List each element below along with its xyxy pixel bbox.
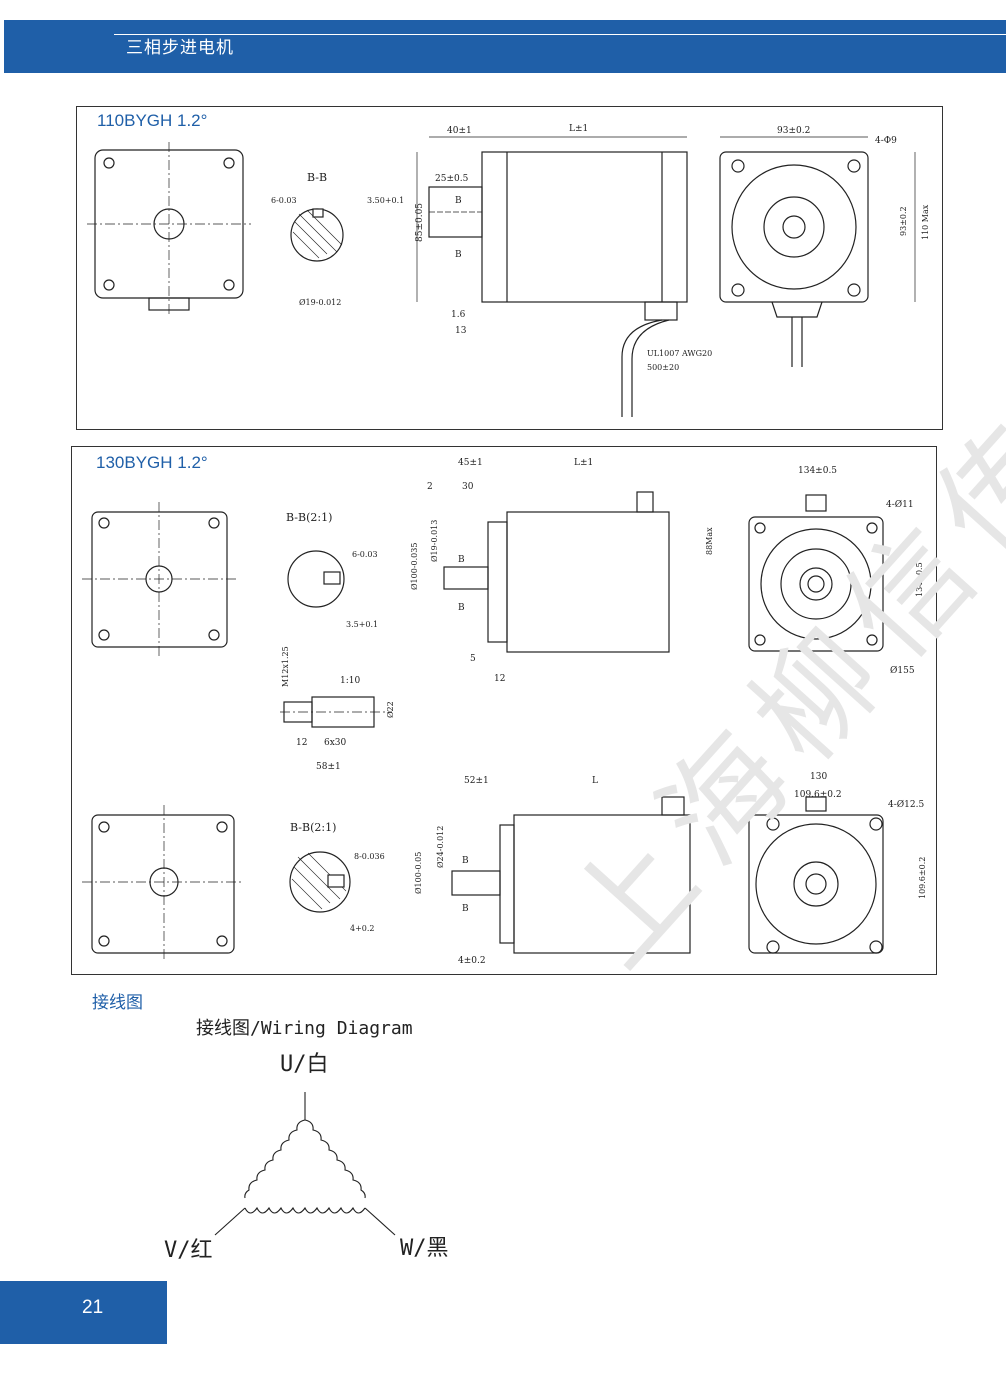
section-bb-lower <box>289 851 351 913</box>
dim-m12: M12x1.25 <box>281 646 290 687</box>
page-number: 21 <box>82 1297 104 1318</box>
wire-label-v: V/红 <box>164 1238 213 1263</box>
dim-4: 4±0.2 <box>458 956 486 966</box>
panel-label: 110BYGH 1.2° <box>97 111 208 130</box>
dim-shaft19: Ø19-0.013 <box>430 520 439 562</box>
dim-taper: 1:10 <box>340 676 360 686</box>
motor-130-drawing: B-B(2:1) 6-0.03 3.5+0.1 45±1 L±1 2 30 Ø1… <box>82 458 927 966</box>
cable-length: 500±20 <box>647 363 679 372</box>
dim-l-lower: L <box>592 776 598 786</box>
lead-w <box>364 1207 396 1236</box>
motor-body-side-upper <box>506 511 670 653</box>
dim-109-6-top: 109.6±0.2 <box>794 790 842 800</box>
dim-12: 12 <box>494 674 505 684</box>
label-b2: B <box>458 603 465 613</box>
section-bb-upper <box>287 550 345 608</box>
flange-outline-upper <box>91 511 228 648</box>
dim-58: 58±1 <box>316 762 341 772</box>
dim-key350: 3.50+0.1 <box>367 196 404 205</box>
coil-uw <box>304 1119 366 1199</box>
panel-110bygh: 110BYGH 1.2° <box>76 106 943 430</box>
dim-88: 88Max <box>705 527 714 555</box>
panel-label: 130BYGH 1.2° <box>96 453 208 472</box>
delta-winding-diagram <box>214 1092 396 1236</box>
header-stripe <box>114 34 1006 35</box>
dim-22: Ø22 <box>386 701 395 718</box>
footer-bar <box>0 1281 167 1344</box>
dim-155: Ø155 <box>890 665 915 676</box>
section-label-lower: B-B(2:1) <box>290 821 336 834</box>
dim-key8: 8-0.036 <box>354 852 385 861</box>
wire-label-u: U/白 <box>280 1052 329 1077</box>
wire-label-w: W/黑 <box>400 1236 449 1261</box>
dim-2: 2 <box>427 482 433 492</box>
dim-6x30: 6x30 <box>324 738 347 748</box>
coil-vw <box>244 1206 366 1214</box>
cable <box>621 319 663 417</box>
panel-130bygh: 130BYGH 1.2° <box>71 446 937 975</box>
dim-134-top: 134±0.5 <box>798 466 837 476</box>
dim-pilot100b: Ø100-0.05 <box>414 852 423 894</box>
header-title: 三相步进电机 <box>126 38 234 58</box>
motor-rear-upper <box>748 516 884 652</box>
dim-52: 52±1 <box>464 776 489 786</box>
dim-93-top: 93±0.2 <box>777 126 810 136</box>
dim-key6: 6-0.03 <box>352 550 378 559</box>
dim-5: 5 <box>470 654 476 664</box>
dim-45: 45±1 <box>458 458 483 468</box>
dim-key35: 3.5+0.1 <box>346 620 378 629</box>
dim-109-6-side: 109.6±0.2 <box>918 857 927 899</box>
dim-40: 40±1 <box>447 126 472 136</box>
dim-key4: 4+0.2 <box>350 924 375 933</box>
dim-shaft24: Ø24-0.012 <box>436 826 445 868</box>
section-label: B-B <box>307 171 327 184</box>
dim-134-side: 134±0.5 <box>915 562 924 597</box>
dim-12b: 12 <box>296 738 307 748</box>
label-b4: B <box>462 904 469 914</box>
label-b1: B <box>458 555 465 565</box>
wiring-caption: 接线图/Wiring Diagram <box>196 1018 413 1039</box>
label-b1: B <box>455 196 462 206</box>
motor-110-drawing: 40±1 L±1 93±0.2 4-Φ9 B-B 6-0.03 3.50+0.1… <box>87 124 930 417</box>
dim-93-side: 93±0.2 <box>899 206 908 236</box>
dim-1-6: 1.6 <box>451 310 466 320</box>
dim-l: L±1 <box>569 124 588 134</box>
dim-holes: 4-Ø11 <box>886 499 914 510</box>
lead-v <box>214 1207 246 1236</box>
motor-rear-lower <box>748 814 884 954</box>
dim-130: 130 <box>810 772 827 782</box>
motor-body-side <box>481 151 688 303</box>
coil-uv <box>244 1119 306 1199</box>
label-b2: B <box>455 250 462 260</box>
dim-30: 30 <box>462 482 474 492</box>
dim-13: 13 <box>455 326 467 336</box>
flange-outline-lower <box>91 814 235 954</box>
label-b3: B <box>462 856 469 866</box>
dim-85: 85±0.05 <box>415 203 425 242</box>
dim-key6: 6-0.03 <box>271 196 297 205</box>
section-label-upper: B-B(2:1) <box>286 511 332 524</box>
dim-pilot100: Ø100-0.035 <box>410 543 419 590</box>
dim-holes: 4-Φ9 <box>875 136 897 146</box>
dim-25: 25±0.5 <box>435 174 469 184</box>
cable-spec: UL1007 AWG20 <box>647 349 712 358</box>
dim-holes2: 4-Ø12.5 <box>888 799 924 810</box>
dim-110: 110 Max <box>921 204 930 240</box>
dim-l-upper: L±1 <box>574 458 593 468</box>
section-title-wiring: 接线图 <box>92 993 143 1013</box>
motor-rear-view <box>719 151 869 303</box>
header-bar <box>4 20 1006 73</box>
dim-shaft19: Ø19-0.012 <box>299 298 341 307</box>
